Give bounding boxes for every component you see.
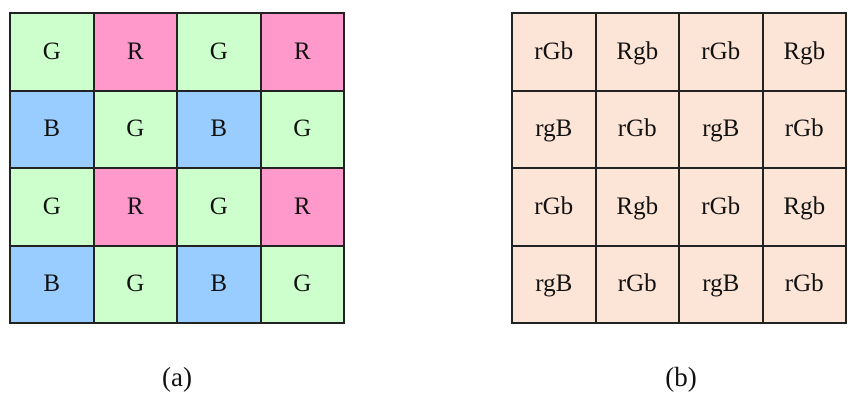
grid-cell-r3-c3: G (261, 246, 343, 322)
grid-cell-r2-c2: rGb (680, 169, 762, 245)
grid-cell-r0-c3: Rgb (763, 14, 845, 90)
grid-cell-r3-c1: G (94, 246, 176, 322)
grid-cell-r0-c1: R (94, 14, 176, 90)
grid-cell-r1-c1: rGb (596, 91, 678, 167)
grid-cell-r2-c3: R (261, 169, 343, 245)
grid-cell-r1-c3: G (261, 91, 343, 167)
grid-cell-r2-c2: G (178, 169, 260, 245)
grid-cell-r2-c1: Rgb (596, 169, 678, 245)
grid-cell-r0-c2: G (178, 14, 260, 90)
grid-cell-r1-c0: B (11, 91, 93, 167)
grid-cell-r1-c1: G (94, 91, 176, 167)
grid-cell-r1-c3: rGb (763, 91, 845, 167)
grid-cell-r3-c3: rGb (763, 246, 845, 322)
grid-cell-r0-c3: R (261, 14, 343, 90)
caption-b: (b) (665, 362, 697, 392)
grid-cell-r0-c2: rGb (680, 14, 762, 90)
grid-cell-r0-c0: rGb (513, 14, 595, 90)
grid-cell-r1-c0: rgB (513, 91, 595, 167)
grid-cell-r3-c0: rgB (513, 246, 595, 322)
grid-cell-r1-c2: B (178, 91, 260, 167)
grid-cell-r3-c0: B (11, 246, 93, 322)
grid-cell-r0-c0: G (11, 14, 93, 90)
grid-cell-r0-c1: Rgb (596, 14, 678, 90)
grid-cell-r2-c1: R (94, 169, 176, 245)
grid-cell-r2-c3: Rgb (763, 169, 845, 245)
grid-cell-r1-c2: rgB (680, 91, 762, 167)
grid-cell-r3-c1: rGb (596, 246, 678, 322)
grid-cell-r2-c0: G (11, 169, 93, 245)
grid-cell-r2-c0: rGb (513, 169, 595, 245)
caption-a: (a) (162, 362, 192, 392)
grid-cell-r3-c2: rgB (680, 246, 762, 322)
grid-cell-r3-c2: B (178, 246, 260, 322)
